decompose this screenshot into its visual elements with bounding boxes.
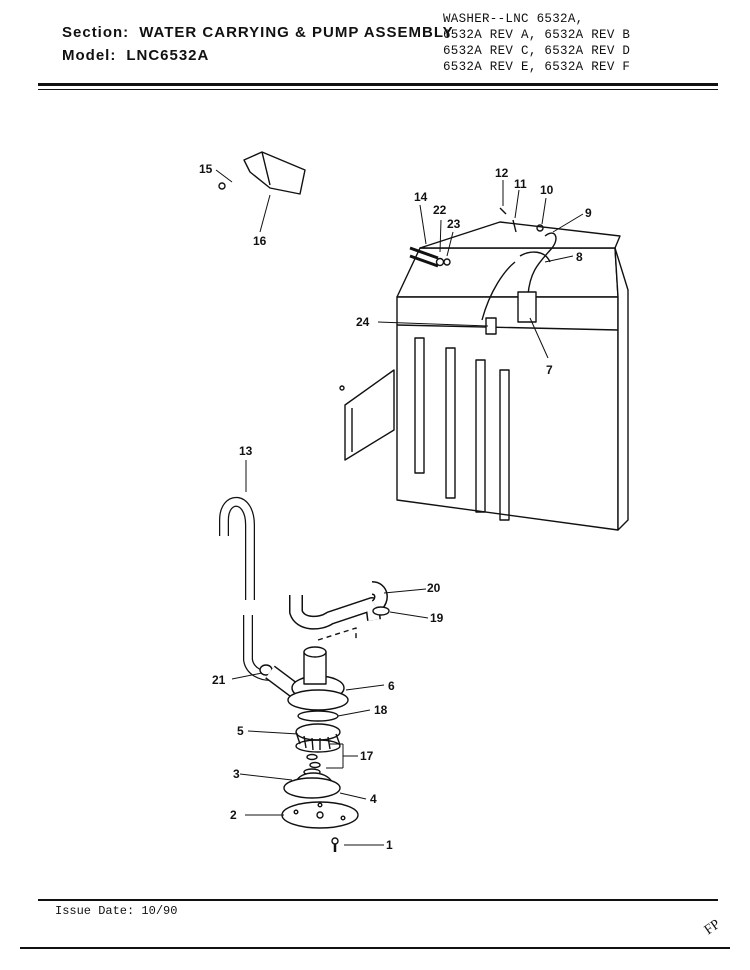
hose-20 [289, 581, 390, 641]
section-label: Section: [62, 24, 130, 41]
callout-20: 20 [427, 581, 441, 595]
section-title: Section: Water Carrying & Pump Assembly [62, 24, 454, 41]
section-value: Water Carrying & Pump Assembly [139, 24, 454, 41]
callout-3: 3 [233, 767, 240, 781]
callout-4: 4 [370, 792, 377, 806]
callout-22: 22 [433, 203, 447, 217]
header-rule-thick [38, 83, 718, 86]
model-label: Model: [62, 47, 117, 64]
callout-5: 5 [237, 724, 244, 738]
gasket-plate [281, 801, 359, 829]
bracket [218, 151, 306, 195]
hose-13 [219, 496, 255, 600]
issue-date: Issue Date: 10/90 [55, 904, 178, 918]
callout-7: 7 [546, 363, 553, 377]
callout-8: 8 [576, 250, 583, 264]
callout-18: 18 [374, 703, 388, 717]
wire-harness [481, 207, 557, 335]
footer-rule-bottom [20, 947, 730, 949]
callout-24: 24 [356, 315, 370, 329]
callout-1: 1 [386, 838, 393, 852]
callout-16: 16 [253, 234, 267, 248]
callout-21: 21 [212, 673, 226, 687]
washer-b [309, 761, 321, 769]
callout-14: 14 [414, 190, 428, 204]
screw [331, 837, 339, 852]
model-value: LNC6532A [126, 47, 210, 64]
callout-numbers: 15 16 14 22 23 12 11 10 9 8 7 24 13 20 1… [199, 162, 592, 852]
callout-19: 19 [430, 611, 444, 625]
callout-15: 15 [199, 162, 213, 176]
model-title: Model: LNC6532A [62, 47, 209, 64]
header-rule-thin [38, 89, 718, 90]
side-panel [339, 369, 395, 461]
washer-line-3: 6532A REV C, 6532A REV D [443, 44, 631, 58]
impeller [295, 723, 341, 753]
bolts [409, 246, 451, 268]
leader-lines [215, 169, 584, 846]
footer-rule-top [38, 899, 718, 901]
callout-9: 9 [585, 206, 592, 220]
callout-12: 12 [495, 166, 509, 180]
callout-11: 11 [514, 177, 527, 191]
cabinet [396, 221, 629, 531]
callout-10: 10 [540, 183, 554, 197]
pump-base [283, 777, 341, 799]
seal [297, 710, 339, 722]
hose-21 [243, 615, 273, 681]
callout-13: 13 [239, 444, 253, 458]
callout-6: 6 [388, 679, 395, 693]
washer-line-2: 6532A REV A, 6532A REV B [443, 28, 631, 42]
washer-a [306, 753, 318, 761]
washer-line-4: 6532A REV E, 6532A REV F [443, 60, 631, 74]
pump-housing [265, 646, 349, 711]
callout-23: 23 [447, 217, 461, 231]
washer-line-1: WASHER--LNC 6532A, [443, 12, 584, 26]
callout-17: 17 [360, 749, 374, 763]
callout-2: 2 [230, 808, 237, 822]
